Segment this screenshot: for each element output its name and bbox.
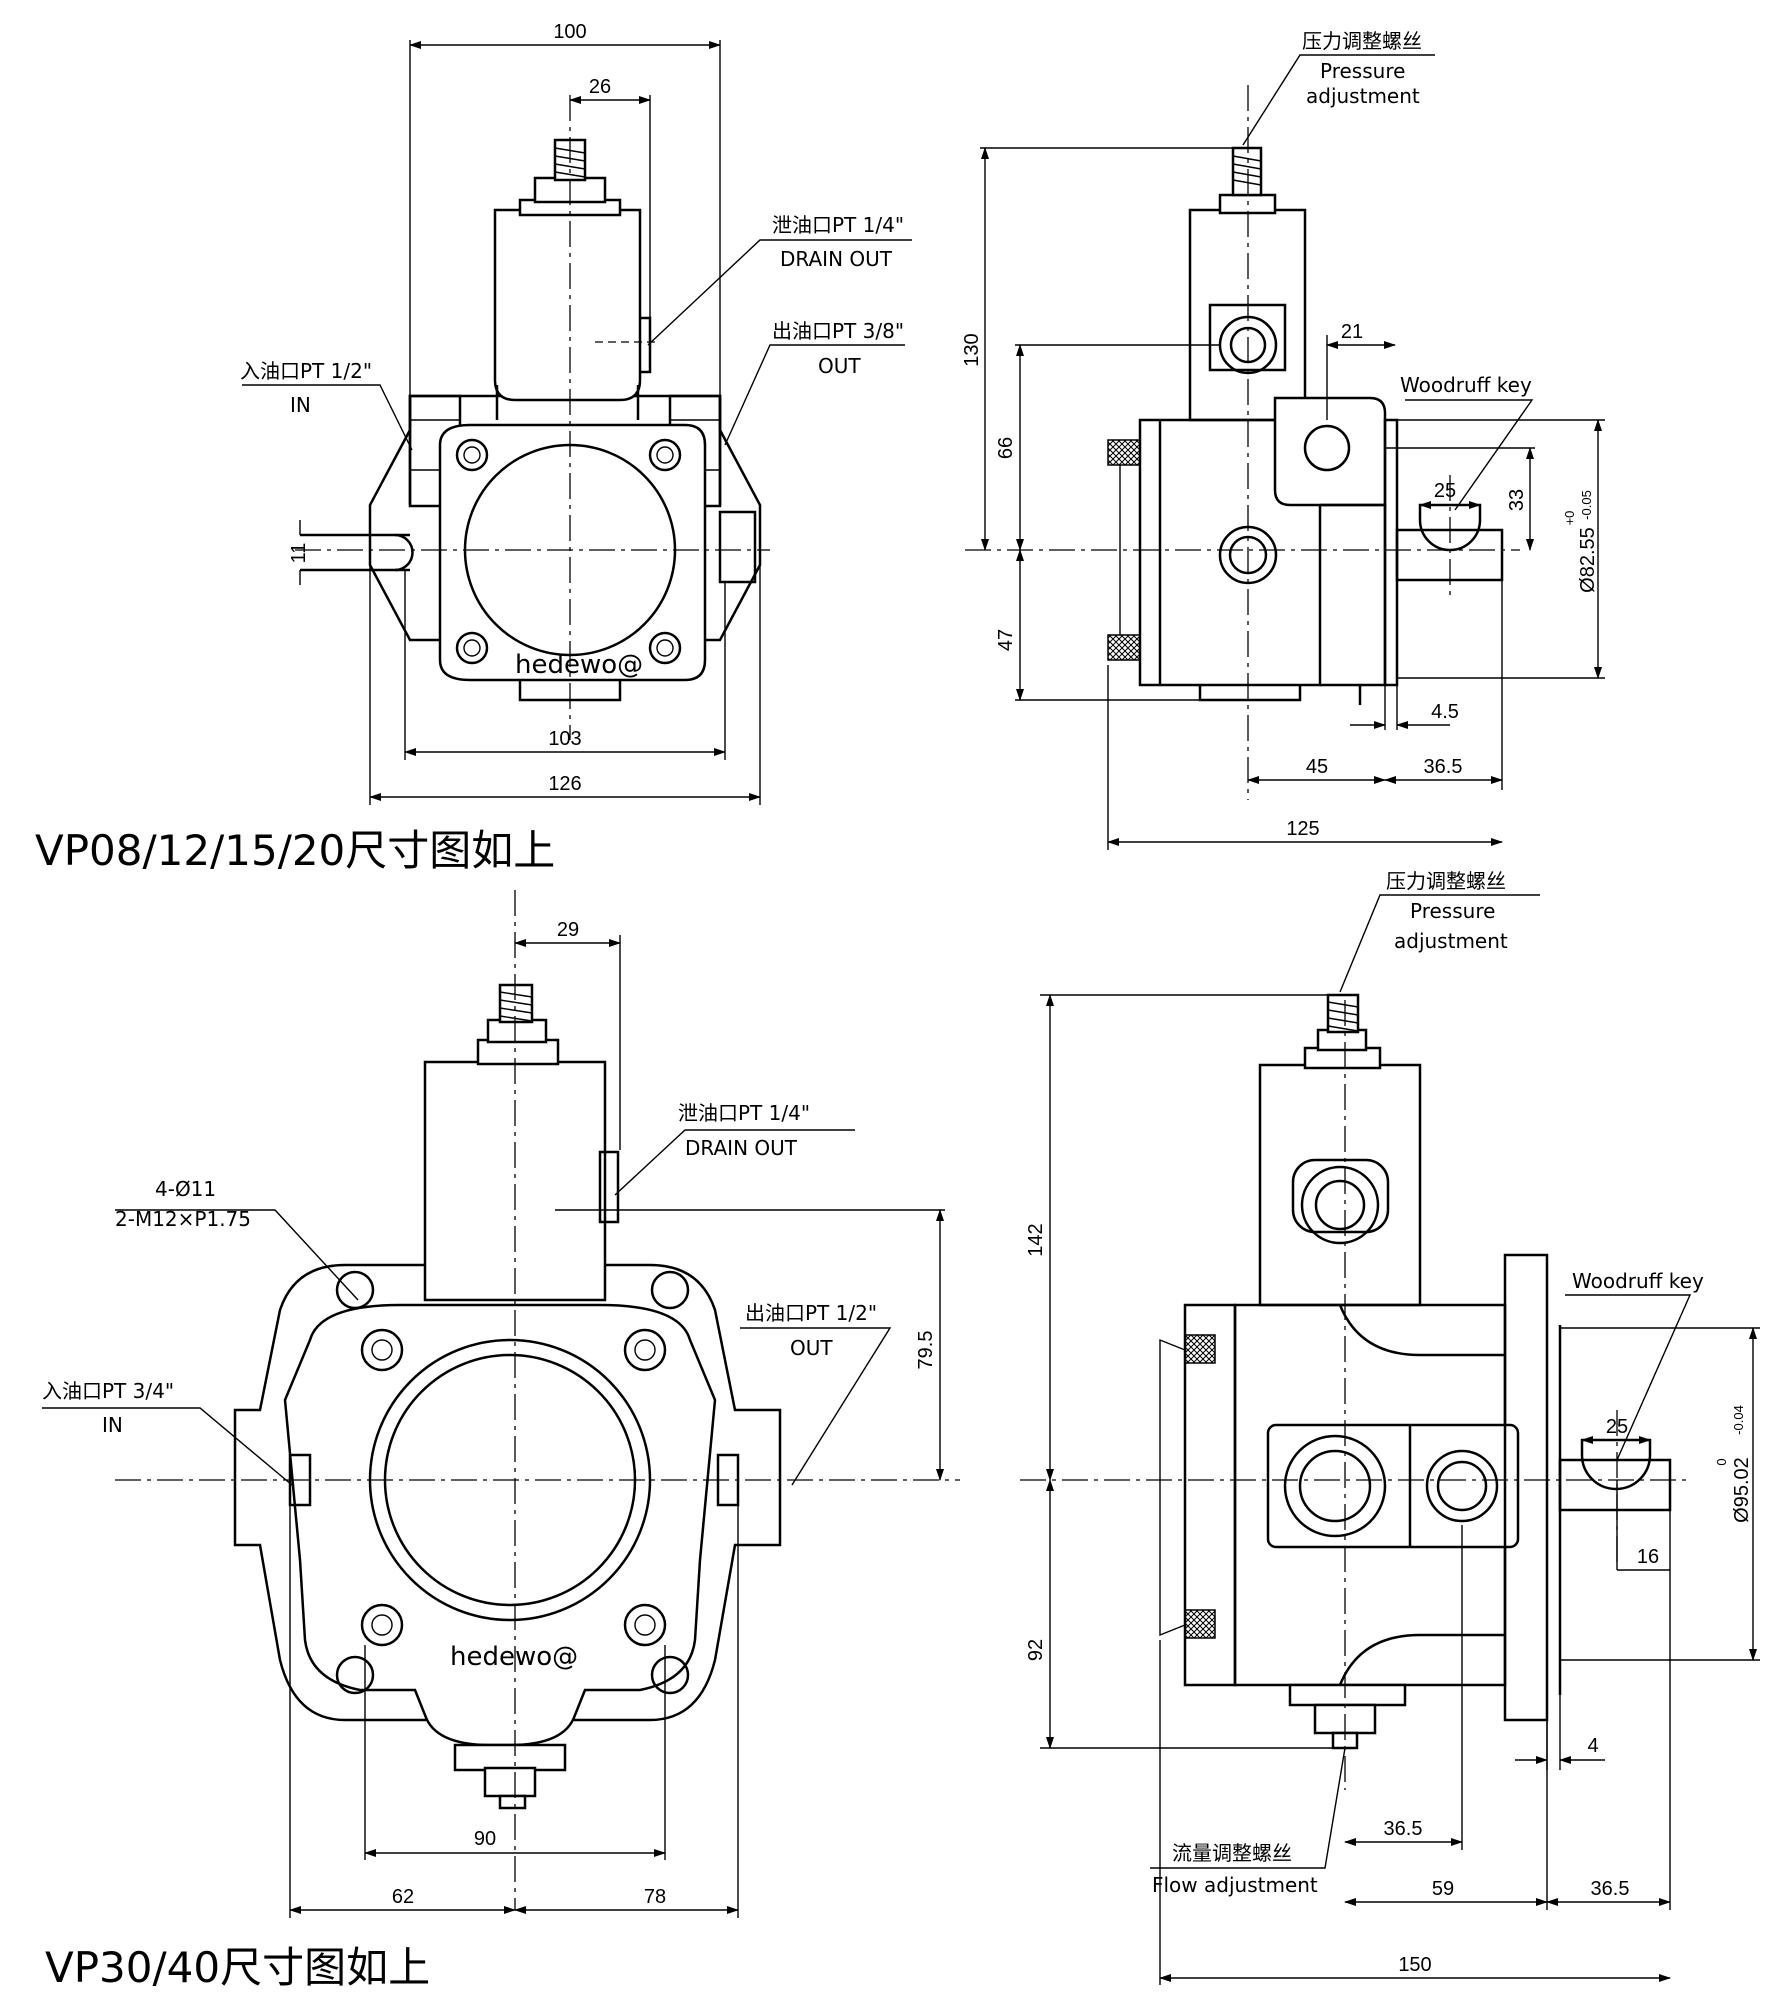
dim-4-5: 4.5 [1431, 701, 1459, 723]
in-label-cn: 入油口PT 1/2" [240, 359, 372, 383]
dim-59: 59 [1432, 1878, 1454, 1900]
top-caption: VP08/12/15/20尺寸图如上 [35, 826, 555, 875]
dim-47: 47 [995, 629, 1017, 651]
dim-125: 125 [1286, 818, 1319, 840]
dim-11: 11 [288, 543, 310, 564]
bottom-pressure-en1: Pressure [1410, 899, 1495, 923]
dim-142: 142 [1025, 1223, 1047, 1256]
dim-62: 62 [392, 1886, 414, 1908]
bottom-drain-cn: 泄油口PT 1/4" [678, 1101, 810, 1125]
watermark-top: hedewo@ [515, 650, 643, 680]
dim-36-5b: 36.5 [1591, 1878, 1630, 1900]
bottom-tol-upper: 0 [1714, 1458, 1729, 1465]
top-tol-upper: +0 [1562, 511, 1577, 526]
dim-150: 150 [1398, 1954, 1431, 1976]
in-label-en: IN [290, 393, 311, 417]
bolt-group [455, 438, 682, 665]
dim-90: 90 [474, 1828, 496, 1850]
bottom-out-en: OUT [790, 1336, 833, 1360]
dim-16: 16 [1637, 1546, 1659, 1568]
top-woodruff: Woodruff key [1400, 373, 1532, 397]
top-shaft-dia: Ø82.55 [1577, 527, 1599, 593]
top-tol-lower: -0.05 [1579, 490, 1594, 520]
out-label-en: OUT [818, 354, 861, 378]
bottom-in-cn: 入油口PT 3/4" [42, 1379, 174, 1403]
bottom-caption: VP30/40尺寸图如上 [45, 1943, 430, 1992]
out-label-cn: 出油口PT 3/8" [772, 319, 904, 343]
bottom-side-view: 142 92 Woodruff key 25 16 Ø95.02 0 -0.04… [1020, 869, 1760, 1985]
top-front-view: 100 26 11 103 126 泄油口PT 1/4" DRAIN OUT 出… [240, 21, 912, 805]
flow-label-en: Flow adjustment [1152, 1873, 1318, 1897]
dim-78: 78 [644, 1886, 666, 1908]
dim-36-5: 36.5 [1424, 756, 1463, 778]
drain-label-en: DRAIN OUT [780, 247, 893, 271]
holes-label-1: 4-Ø11 [155, 1177, 216, 1201]
top-pressure-en1: Pressure [1320, 59, 1405, 83]
bottom-drain-en: DRAIN OUT [685, 1136, 798, 1160]
bottom-woodruff: Woodruff key [1572, 1269, 1704, 1293]
dim-21: 21 [1341, 321, 1363, 343]
dim-66: 66 [995, 437, 1017, 459]
top-pressure-en2: adjustment [1306, 84, 1420, 108]
dim-45: 45 [1306, 756, 1328, 778]
dim-126: 126 [548, 773, 581, 795]
bottom-pressure-cn: 压力调整螺丝 [1386, 869, 1506, 893]
dim-100: 100 [553, 21, 586, 43]
top-pressure-cn: 压力调整螺丝 [1302, 29, 1422, 53]
bottom-tol-lower: -0.04 [1731, 1405, 1746, 1435]
dim-36-5a: 36.5 [1384, 1818, 1423, 1840]
watermark-bottom: hedewo@ [450, 1642, 578, 1672]
flow-label-cn: 流量调整螺丝 [1172, 1841, 1292, 1865]
holes-label-2: 2-M12×P1.75 [115, 1207, 251, 1231]
dim-26: 26 [589, 76, 611, 98]
top-side-view: 130 66 47 21 25 33 Ø82.55 +0 -0.05 Woodr… [961, 29, 1605, 850]
bottom-front-view: 29 79.5 90 62 78 泄油口PT 1/4" DRAIN OUT 4-… [42, 890, 960, 1918]
dim-25: 25 [1434, 480, 1456, 502]
dim-4: 4 [1587, 1735, 1598, 1757]
dim-33: 33 [1506, 489, 1528, 511]
dim-103: 103 [548, 728, 581, 750]
dim-29: 29 [557, 919, 579, 941]
bottom-dim-25: 25 [1606, 1416, 1628, 1438]
bottom-bolt-group [335, 1270, 690, 1695]
dim-130: 130 [961, 333, 983, 366]
bottom-out-cn: 出油口PT 1/2" [745, 1301, 877, 1325]
bottom-pressure-en2: adjustment [1394, 929, 1508, 953]
drain-label-cn: 泄油口PT 1/4" [772, 213, 904, 237]
bottom-in-en: IN [102, 1413, 123, 1437]
dim-92: 92 [1025, 1639, 1047, 1661]
dim-79-5: 79.5 [915, 1331, 937, 1370]
bottom-shaft-dia: Ø95.02 [1731, 1457, 1753, 1523]
